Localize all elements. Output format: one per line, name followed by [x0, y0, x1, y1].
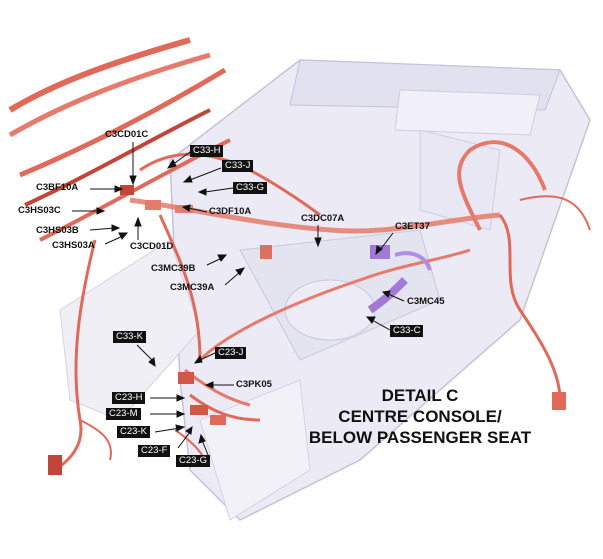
box-label-c23-j: C23-J: [215, 347, 247, 359]
label-c3mc39b: C3MC39B: [151, 263, 196, 274]
label-c3hs03b: C3HS03B: [36, 225, 79, 236]
label-c3cd01c: C3CD01C: [105, 129, 149, 140]
label-c3mc39a: C3MC39A: [170, 282, 215, 293]
box-label-c33-k: C33-K: [113, 331, 146, 343]
label-c3dc07a: C3DC07A: [301, 213, 345, 224]
label-c3et37: C3ET37: [395, 221, 430, 232]
label-c3hs03c: C3HS03C: [18, 205, 61, 216]
box-label-c23-h: C23-H: [112, 392, 146, 404]
label-c3bf10a: C3BF10A: [36, 182, 79, 193]
detail-subtitle-2: BELOW PASSENGER SEAT: [308, 428, 532, 447]
label-c3cd01d: C3CD01D: [130, 241, 174, 252]
label-c3hs03a: C3HS03A: [52, 240, 95, 251]
box-label-c23-f: C23-F: [138, 445, 171, 457]
box-label-c23-k: C23-K: [117, 426, 150, 438]
detail-title: DETAIL C: [381, 386, 459, 405]
box-label-c33-h: C33-H: [190, 145, 224, 157]
box-label-c23-g: C23-G: [176, 455, 210, 467]
label-c3mc45: C3MC45: [407, 296, 445, 307]
label-c3df10a: C3DF10A: [209, 206, 252, 217]
box-label-c23-m: C23-M: [106, 408, 141, 420]
label-c3pk05: C3PK05: [236, 379, 272, 390]
box-label-c33-j: C33-J: [222, 160, 254, 172]
box-label-c33-c: C33-C: [390, 325, 424, 337]
box-label-c33-g: C33-G: [233, 182, 267, 194]
detail-subtitle-1: CENTRE CONSOLE/: [338, 407, 502, 426]
